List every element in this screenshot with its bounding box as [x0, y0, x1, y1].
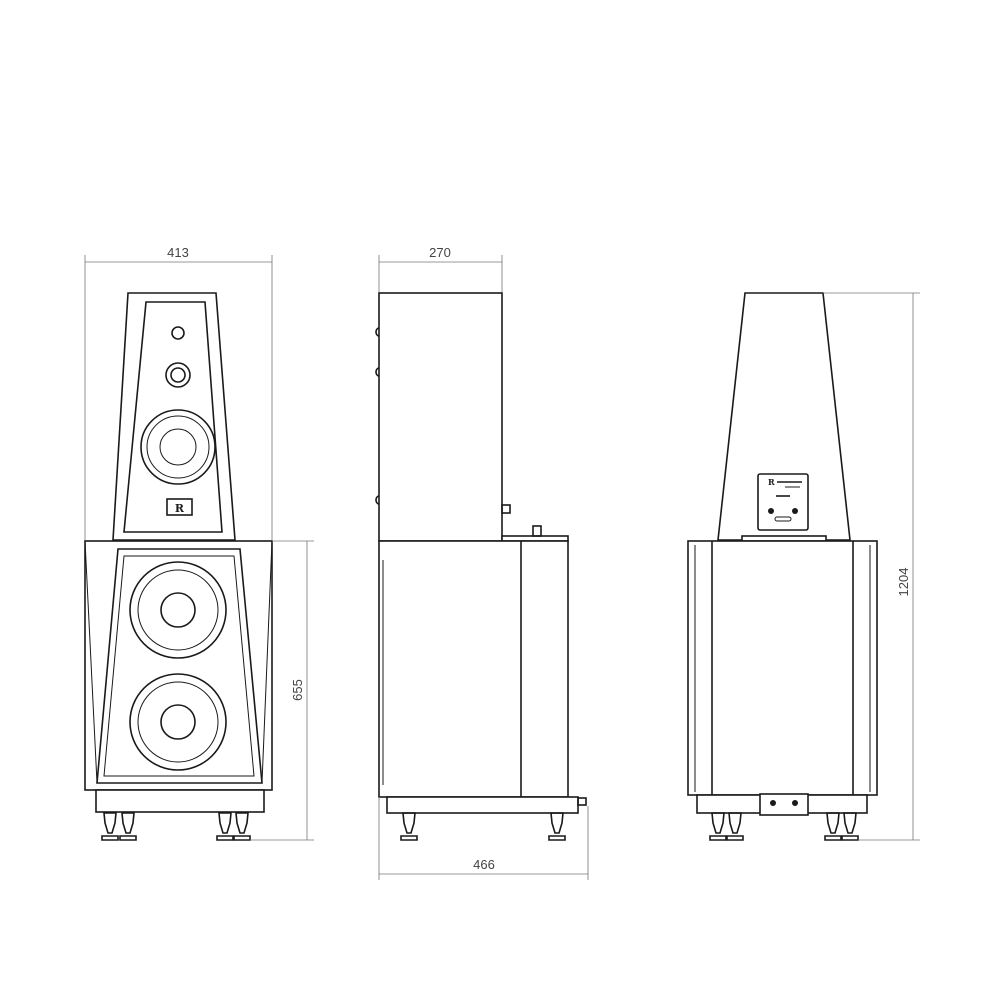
dimension-655: 655	[250, 540, 314, 841]
tweeter	[171, 326, 185, 340]
rear-input-right	[792, 800, 798, 806]
rear-panel-logo: R	[768, 477, 775, 487]
rear-binding-post-left	[768, 508, 774, 514]
side-top-connector	[532, 525, 542, 537]
side-upper-terminal	[501, 504, 511, 514]
midrange-driver-outer	[140, 409, 216, 485]
brand-logo-mark: R	[175, 502, 185, 515]
woofer-lower-outer	[129, 673, 227, 771]
front-lower-baffle	[96, 548, 263, 784]
front-feet	[101, 812, 251, 841]
woofer-lower-surround	[137, 681, 219, 763]
woofer-upper-cap	[160, 592, 196, 628]
side-rear-jack	[577, 797, 587, 806]
rear-input-plate	[759, 793, 809, 816]
dimension-466: 466	[378, 797, 589, 880]
front-lower-baffle-inner	[103, 555, 255, 777]
midrange-tweeter-inner	[170, 367, 186, 383]
side-lower-cabinet	[378, 540, 569, 798]
brand-logo	[166, 498, 193, 516]
midrange-driver-ring	[146, 415, 210, 479]
midrange-tweeter-outer	[165, 362, 191, 388]
front-lower-edge-right	[261, 540, 273, 784]
rear-view: R	[687, 292, 878, 841]
dimension-1204: 1204	[823, 292, 920, 841]
dimension-270: 270	[378, 245, 503, 292]
front-upper-baffle	[123, 301, 223, 533]
rear-feet	[709, 812, 859, 841]
dimension-label-total-height: 1204	[896, 568, 911, 597]
side-upper-cabinet	[378, 292, 503, 542]
front-view: R	[84, 292, 273, 841]
dimension-label-front-width: 413	[167, 245, 189, 260]
side-plinth	[386, 796, 579, 814]
midrange-driver-cone	[159, 428, 197, 466]
dimension-label-side-total-depth: 466	[473, 857, 495, 872]
front-plinth	[95, 789, 265, 813]
front-lower-edge-left	[84, 540, 98, 784]
side-view	[375, 292, 587, 841]
rear-connector-panel	[757, 473, 809, 531]
side-upper-knobs	[375, 327, 380, 505]
front-lower-cabinet	[84, 540, 273, 791]
dimension-label-side-top-depth: 270	[429, 245, 451, 260]
side-feet	[400, 812, 566, 841]
woofer-upper-outer	[129, 561, 227, 659]
rear-lower-cabinet	[687, 540, 878, 796]
woofer-upper-surround	[137, 569, 219, 651]
rear-panel-slot	[774, 516, 792, 522]
dimension-413: 413	[84, 245, 273, 540]
dimension-label-lower-height: 655	[290, 679, 305, 701]
woofer-lower-cap	[160, 704, 196, 740]
rear-binding-post-right	[792, 508, 798, 514]
rear-input-left	[770, 800, 776, 806]
rear-upper-cabinet	[717, 292, 851, 541]
